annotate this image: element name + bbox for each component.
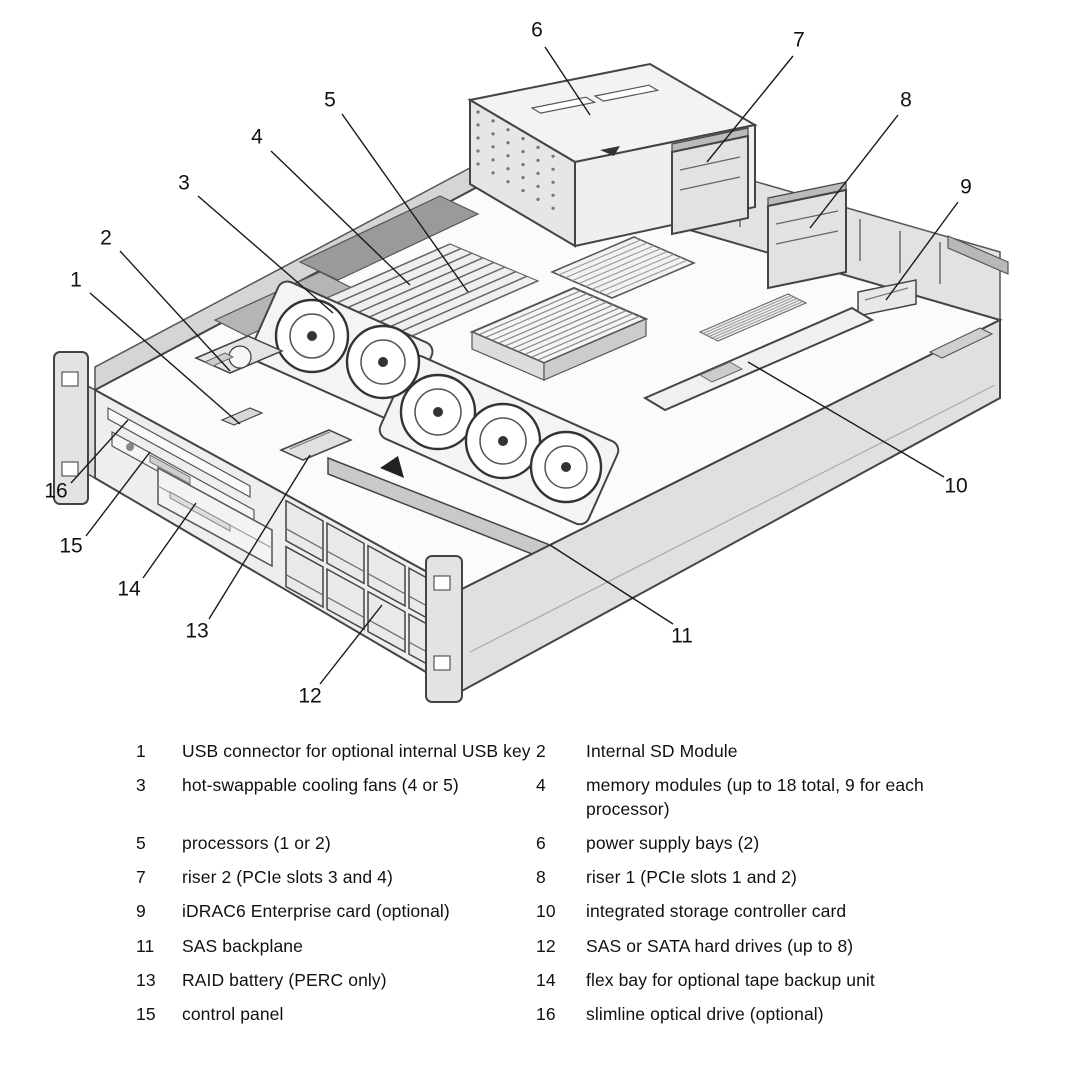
callout-number-8: 8: [900, 89, 912, 112]
legend-item-text: RAID battery (PERC only): [182, 969, 387, 990]
fan-4: [464, 402, 542, 480]
riser1-drawing: [767, 181, 847, 290]
legend-row: 11 SAS backplane 12 SAS or SATA hard drives…: [136, 935, 956, 958]
legend-row: 13 RAID battery (PERC only) 14 flex bay for…: [136, 969, 956, 992]
dimm-bank-drawing: [698, 293, 808, 342]
fan-2: [345, 324, 421, 400]
callout-number-9: 9: [960, 176, 972, 199]
legend-item-text: USB connector for optional internal USB …: [182, 741, 531, 761]
callout-line-8: [809, 114, 899, 229]
legend-item-text: SAS or SATA hard drives (up to 8): [586, 935, 854, 956]
legend-item-text: memory modules (up to 18 total, 9 for ea…: [586, 775, 924, 819]
callout-line-2: [119, 250, 231, 372]
riser2-drawing: [671, 127, 749, 236]
callout-line-9: [885, 201, 959, 301]
legend-row: 3 hot-swappable cooling fans (4 or 5) 4 mem…: [136, 774, 956, 821]
callout-line-7: [706, 55, 794, 163]
callout-number-15: 15: [59, 535, 82, 558]
callout-number-10: 10: [944, 475, 967, 498]
callout-number-11: 11: [671, 625, 693, 648]
callout-number-2: 2: [100, 227, 112, 250]
legend-item-number: 11: [136, 935, 155, 956]
legend-item-number: 14: [536, 969, 556, 990]
legend-item-number: 6: [536, 832, 546, 853]
legend: 1 USB connector for optional internal USB…: [136, 740, 956, 1026]
legend-row: 7 riser 2 (PCIe slots 3 and 4) 8 riser 1 (P…: [136, 866, 956, 889]
legend-item-number: 16: [536, 1004, 556, 1025]
callout-number-13: 13: [185, 620, 208, 643]
legend-item-text: integrated storage controller card: [586, 901, 847, 922]
callout-number-3: 3: [178, 172, 190, 195]
legend-item-text: riser 1 (PCIe slots 1 and 2): [586, 867, 797, 888]
rack-ears-drawing: [53, 351, 463, 703]
callout-line-11: [549, 544, 674, 625]
callout-line-10: [747, 361, 945, 478]
callout-number-16: 16: [44, 480, 67, 503]
legend-row: 1 USB connector for optional internal USB…: [136, 740, 956, 763]
legend-item-number: 3: [136, 775, 146, 796]
fan-5: [529, 430, 603, 504]
storage-controller-drawing: [642, 306, 875, 412]
legend-item-text: Internal SD Module: [586, 741, 738, 761]
legend-item-number: 4: [536, 775, 546, 796]
cooling-fans-drawing: [249, 280, 620, 526]
callout-number-5: 5: [324, 89, 336, 112]
legend-item-text: hot-swappable cooling fans (4 or 5): [182, 775, 459, 796]
legend-item-text: iDRAC6 Enterprise card (optional): [182, 901, 450, 922]
callout-line-16: [70, 419, 129, 484]
callout-line-12: [319, 604, 383, 685]
legend-item-number: 13: [136, 969, 156, 990]
legend-item-number: 15: [136, 1004, 156, 1025]
optical-drive-drawing: [107, 406, 251, 499]
callout-number-6: 6: [531, 19, 543, 42]
callout-line-5: [341, 113, 469, 293]
raid-battery-drawing: [279, 429, 353, 461]
legend-item-number: 8: [536, 867, 546, 888]
fan-1: [274, 298, 350, 374]
usb-connector-drawing: [220, 407, 264, 426]
legend-item-number: 5: [136, 832, 146, 853]
legend-item-text: flex bay for optional tape backup unit: [586, 969, 875, 990]
legend-item-number: 1: [136, 741, 146, 761]
legend-row: 15 control panel 16 slimline optical drive …: [136, 1003, 956, 1026]
callout-line-4: [270, 150, 411, 286]
callout-line-15: [85, 451, 151, 537]
chassis-right-side: [459, 318, 1001, 694]
legend-item-number: 2: [536, 741, 546, 761]
callout-line-6: [544, 46, 591, 116]
legend-item-number: 7: [136, 867, 146, 888]
legend-row: 9 iDRAC6 Enterprise card (optional) 10 inte…: [136, 900, 956, 923]
callout-number-7: 7: [793, 29, 805, 52]
legend-item-text: control panel: [182, 1004, 284, 1025]
fan-3: [399, 373, 477, 451]
callout-line-14: [142, 502, 197, 579]
callout-number-1: 1: [70, 269, 82, 292]
callout-number-4: 4: [251, 126, 263, 149]
callout-line-1: [89, 292, 241, 425]
legend-item-text: power supply bays (2): [586, 832, 760, 853]
cage-arrow-icon: [380, 456, 404, 478]
processors-heatsinks-drawing: [469, 236, 696, 381]
callout-number-12: 12: [298, 685, 321, 708]
flex-bay-drawing: [157, 466, 273, 568]
legend-item-number: 9: [136, 901, 146, 922]
legend-item-text: processors (1 or 2): [182, 832, 331, 853]
chassis-latch: [947, 235, 1009, 275]
callout-line-13: [208, 454, 311, 620]
legend-item-text: riser 2 (PCIe slots 3 and 4): [182, 867, 393, 888]
legend-item-text: slimline optical drive (optional): [586, 1004, 824, 1025]
legend-row: 5 processors (1 or 2) 6 power supply bays (…: [136, 832, 956, 855]
callout-number-14: 14: [117, 578, 141, 601]
legend-item-text: SAS backplane: [182, 935, 303, 956]
legend-item-number: 10: [536, 901, 556, 922]
legend-item-number: 12: [536, 935, 556, 956]
callout-line-3: [197, 195, 334, 314]
psu-arrow-icon: [600, 146, 620, 156]
